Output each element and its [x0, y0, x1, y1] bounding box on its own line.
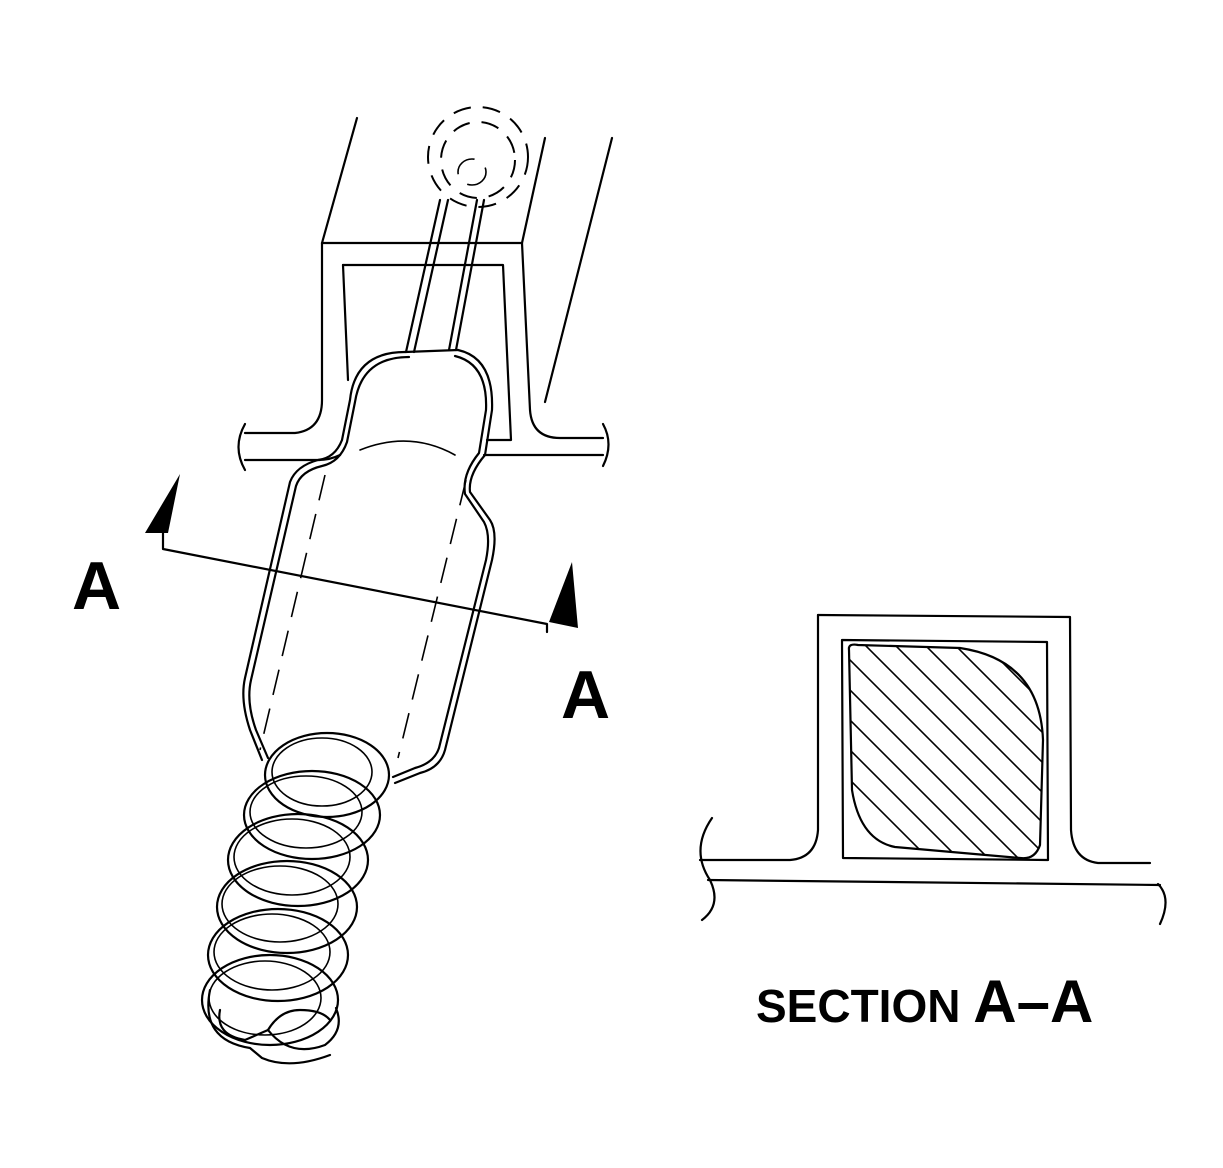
- section-view: [698, 613, 1167, 926]
- panel-bracket: [237, 116, 614, 472]
- section-cut-line: [145, 474, 578, 634]
- section-caption: SECTION A–A: [756, 972, 1093, 1032]
- section-arrow-right: [549, 562, 578, 628]
- section-caption-word: SECTION: [756, 980, 961, 1032]
- section-caption-id: A–A: [973, 968, 1094, 1035]
- section-mark-left-label: A: [72, 548, 122, 624]
- section-arrow-left: [145, 474, 180, 533]
- section-mark-right-label: A: [561, 657, 611, 733]
- threaded-shank: [200, 731, 391, 1065]
- hidden-hole: [427, 106, 529, 208]
- retainer-body: [242, 348, 496, 785]
- section-profile: [847, 643, 1045, 860]
- strap: [404, 198, 486, 354]
